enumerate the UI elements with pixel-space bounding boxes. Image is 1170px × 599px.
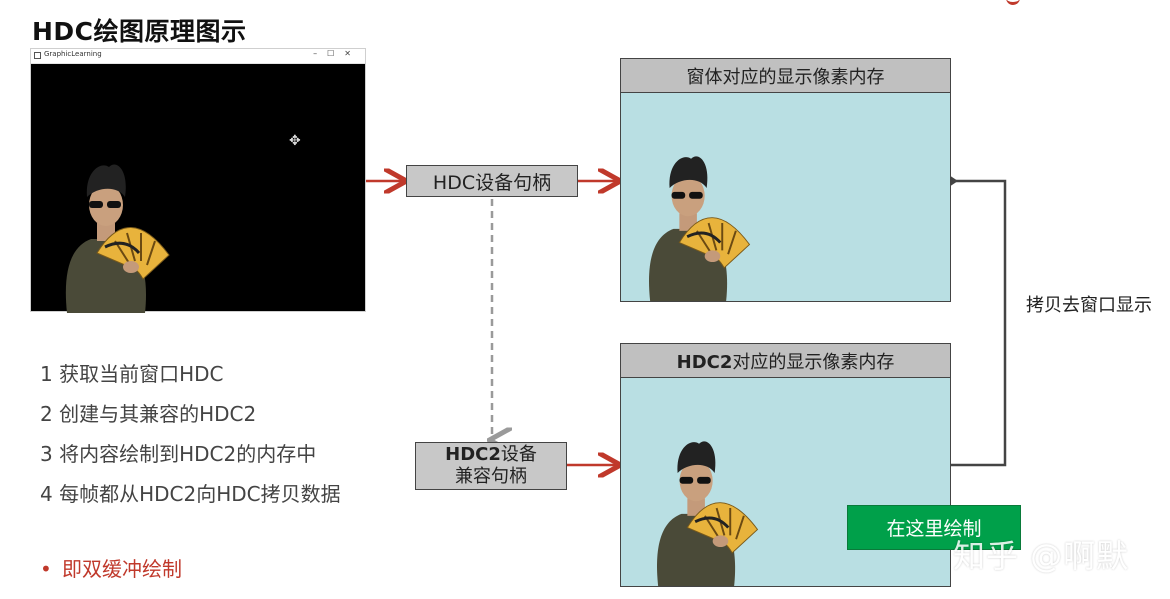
window-controls: –☐✕ [313, 49, 361, 58]
window-memory-area [620, 92, 951, 302]
step-item: 2 创建与其兼容的HDC2 [40, 402, 257, 426]
page-title: HDC绘图原理图示 [32, 17, 247, 46]
watermark: 知乎 @啊默 [953, 537, 1130, 575]
hdc2-handle-line1: HDC2设备 [445, 444, 537, 466]
hdc2-memory-area [620, 377, 951, 587]
double-buffer-bullet: • 即双缓冲绘制 [40, 553, 182, 582]
window-memory-header: 窗体对应的显示像素内存 [620, 58, 951, 93]
window-title: GraphicLearning [44, 50, 102, 58]
hdc2-memory-bold: HDC2 [676, 351, 733, 373]
step-item: 4 每帧都从HDC2向HDC拷贝数据 [40, 482, 341, 506]
window-memory-label: 窗体对应的显示像素内存 [686, 66, 885, 88]
hdc2-memory-label: HDC2对应的显示像素内存 [677, 348, 895, 374]
draw-here-box: 在这里绘制 [847, 505, 1021, 550]
hdc-device-handle-label: HDC设备句柄 [432, 171, 552, 194]
person-with-fan-icon [649, 156, 751, 301]
hdc-device-handle-box: HDC设备句柄 [406, 165, 578, 197]
bullet-text: 即双缓冲绘制 [62, 557, 182, 581]
hdc2-handle-bold: HDC2 [445, 444, 501, 465]
bullet-dot: • [40, 557, 52, 581]
app-window-screenshot: GraphicLearning –☐✕ ✥ [30, 48, 366, 313]
hdc2-memory-rest: 对应的显示像素内存 [732, 351, 895, 373]
person-with-fan-icon [657, 441, 759, 586]
steps-list: 1 获取当前窗口HDC 2 创建与其兼容的HDC2 3 将内容绘制到HDC2的内… [40, 354, 341, 514]
decorative-red-mark [1006, 0, 1020, 5]
hdc2-memory-header: HDC2对应的显示像素内存 [620, 343, 951, 378]
move-cursor-icon: ✥ [289, 133, 301, 149]
draw-here-label: 在这里绘制 [886, 518, 982, 540]
step-item: 1 获取当前窗口HDC [40, 362, 224, 386]
hdc2-handle-line2: 兼容句柄 [455, 466, 527, 487]
step-item: 3 将内容绘制到HDC2的内存中 [40, 442, 317, 466]
window-title-bar: GraphicLearning –☐✕ [31, 49, 365, 64]
arrow-copy-to-window [951, 181, 1007, 467]
copy-to-window-label: 拷贝去窗口显示 [1026, 295, 1152, 316]
hdc2-compatible-handle-box: HDC2设备 兼容句柄 [415, 442, 567, 490]
hdc2-handle-rest: 设备 [500, 444, 537, 465]
app-icon [34, 52, 41, 59]
person-with-fan-icon [65, 164, 170, 313]
